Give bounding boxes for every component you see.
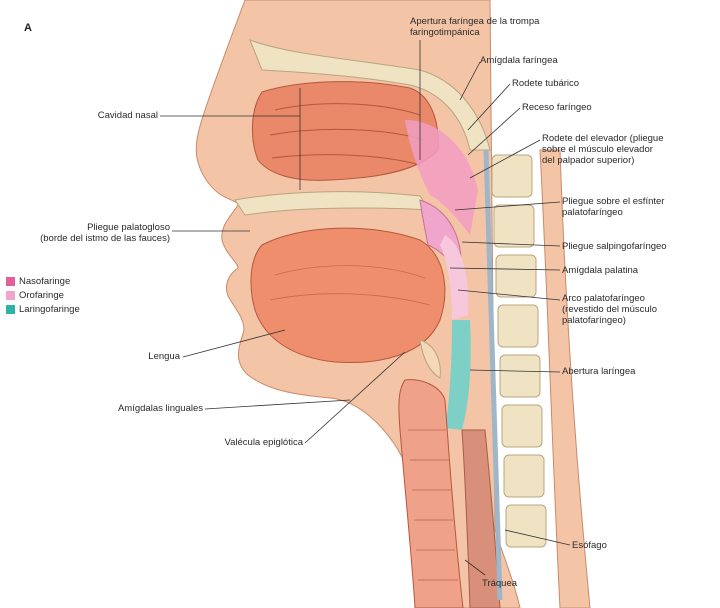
legend-item: Laringofaringe — [6, 302, 80, 316]
panel-letter: A — [24, 22, 32, 34]
label-pliegue-esfinter: Pliegue sobre el esfínter palatofaríngeo — [562, 196, 665, 218]
label-pliegue-salpingofaringeo: Pliegue salpingofaríngeo — [562, 241, 667, 252]
vertebral-column — [491, 154, 547, 548]
legend-swatch — [6, 276, 15, 286]
legend-swatch — [6, 290, 15, 300]
tongue — [250, 227, 446, 363]
label-abertura-laringea: Abertura laríngea — [562, 366, 636, 377]
skull-base — [249, 39, 491, 151]
posterior-neck — [539, 149, 591, 608]
legend: Nasofaringe Orofaringe Laringofaringe — [6, 274, 80, 316]
label-valecula-epiglotica: Valécula epiglótica — [224, 437, 303, 448]
oropharynx-region — [440, 235, 469, 320]
label-apertura-faringea: Apertura faríngea de la trompa faringoti… — [410, 16, 540, 38]
label-pliegue-palatogloso: Pliegue palatogloso (borde del istmo de … — [40, 222, 170, 244]
legend-item: Nasofaringe — [6, 274, 80, 288]
label-receso-faringeo: Receso faríngeo — [522, 102, 592, 113]
label-traquea: Tráquea — [482, 578, 518, 589]
spinal-ligament — [483, 149, 503, 601]
laryngopharynx-region — [445, 320, 471, 430]
label-arco-palatofaringeo: Arco palatofaríngeo (revestido del múscu… — [562, 293, 658, 326]
label-cavidad-nasal: Cavidad nasal — [97, 110, 158, 121]
label-rodete-tubarico: Rodete tubárico — [512, 78, 580, 89]
legend-label: Nasofaringe — [19, 275, 71, 287]
trachea — [398, 379, 464, 608]
legend-label: Orofaringe — [19, 289, 64, 301]
legend-item: Orofaringe — [6, 288, 80, 302]
nasopharynx-region — [405, 120, 478, 235]
esophagus — [461, 429, 501, 608]
legend-label: Laringofaringe — [19, 303, 80, 315]
leader-lines — [160, 40, 571, 576]
label-rodete-elevador: Rodete del elevador (pliegue sobre el mú… — [542, 133, 664, 166]
epiglottis — [419, 339, 441, 379]
label-lengua: Lengua — [148, 351, 180, 362]
label-amigdala-faringea: Amígdala faríngea — [480, 55, 558, 66]
label-amigdalas-linguales: Amígdalas linguales — [117, 403, 203, 414]
label-esofago: Esófago — [572, 540, 607, 551]
legend-swatch — [6, 304, 15, 314]
label-amigdala-palatina: Amígdala palatina — [562, 265, 639, 276]
